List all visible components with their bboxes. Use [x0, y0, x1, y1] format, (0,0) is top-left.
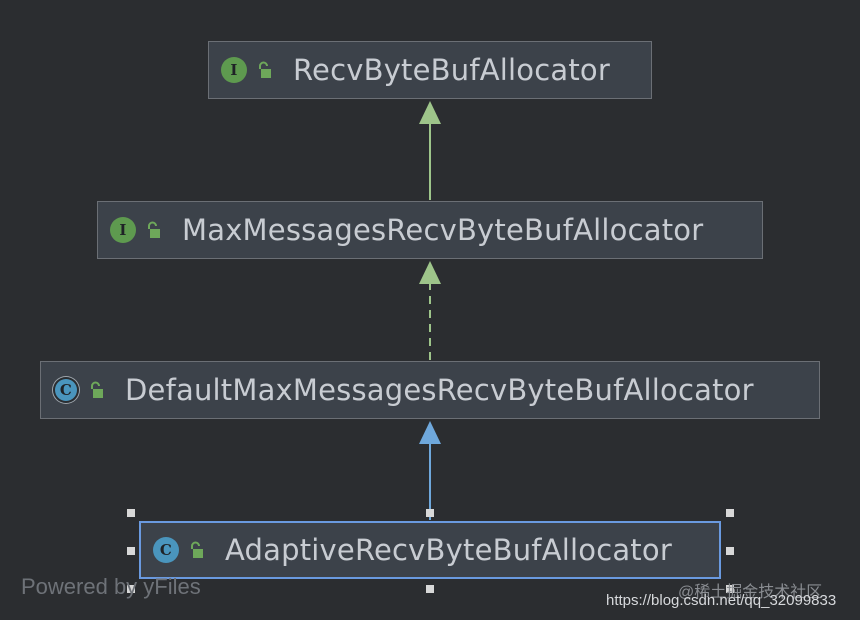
node-name: MaxMessagesRecvByteBufAllocator [182, 213, 704, 247]
watermark-label: @稀土掘金技术社区 [678, 584, 823, 601]
resize-handle-middle-left[interactable] [127, 547, 135, 555]
edge-arrowhead-bottom [419, 421, 441, 444]
resize-handle-middle-right[interactable] [726, 547, 734, 555]
node-name: RecvByteBufAllocator [293, 53, 610, 87]
node-name: DefaultMaxMessagesRecvByteBufAllocator [125, 373, 754, 407]
open-lock-icon [148, 221, 160, 238]
class-icon: C [153, 537, 179, 563]
node-recvbytebufallocator[interactable]: I RecvByteBufAllocator [208, 41, 652, 99]
resize-handle-bottom-left[interactable] [127, 585, 135, 593]
interface-icon: I [110, 217, 136, 243]
node-name: AdaptiveRecvByteBufAllocator [225, 533, 672, 567]
edge-arrowhead-middle [419, 261, 441, 284]
open-lock-icon [191, 541, 203, 558]
resize-handle-top-left[interactable] [127, 509, 135, 517]
open-lock-icon [259, 61, 271, 78]
open-lock-icon [91, 381, 103, 398]
node-defaultmaxmessagesrecvbytebufallocator[interactable]: C DefaultMaxMessagesRecvByteBufAllocator [40, 361, 820, 419]
interface-icon: I [221, 57, 247, 83]
resize-handle-top-right[interactable] [726, 509, 734, 517]
powered-by-label: Powered by yFiles [21, 574, 201, 599]
node-maxmessagesrecvbytebufallocator[interactable]: I MaxMessagesRecvByteBufAllocator [97, 201, 763, 259]
source-url-label: https://blog.csdn.net/qq_32099833 [606, 592, 837, 609]
edge-arrowhead-top [419, 101, 441, 124]
resize-handle-bottom-center[interactable] [426, 585, 434, 593]
node-adaptiverecvbytebufallocator[interactable]: C AdaptiveRecvByteBufAllocator [139, 521, 721, 579]
resize-handle-top-center[interactable] [426, 509, 434, 517]
abstract-class-icon: C [53, 377, 79, 403]
resize-handle-bottom-right[interactable] [726, 585, 734, 593]
